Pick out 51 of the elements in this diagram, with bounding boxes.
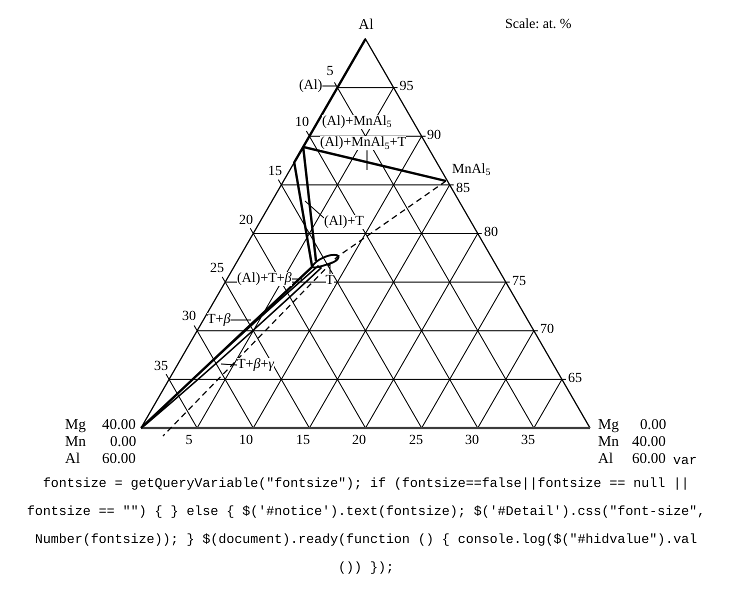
axis-tick-label: 20	[239, 213, 253, 230]
axis-tick-label: 25	[409, 433, 423, 450]
axis-tick-label: 20	[352, 433, 366, 450]
region-label: (Al)+MnAl$_{5}$+T	[320, 136, 406, 150]
region-label: T	[326, 274, 334, 288]
axis-tick-label: 15	[296, 433, 310, 450]
composition-value: 40.00	[102, 416, 136, 434]
leader-line	[220, 364, 238, 366]
axis-tick-label: 65	[568, 371, 582, 388]
code-text: fontsize = getQueryVariable("fontsize"); if (fontsize==false||fontsize == null || fontsize == "") { } else { $('#notice').text(fontsize); $('#Detail').css("font-size", Number(fontsize)); } $(document).ready(function () { console.log($("#hidvalue").val ()) });	[26, 475, 706, 577]
element-label: Mg	[598, 416, 619, 434]
region-label: T+β	[207, 313, 230, 327]
axis-tick-label: 35	[521, 433, 535, 450]
element-label: Mn	[65, 434, 86, 451]
axis-tick-label: 25	[210, 261, 224, 278]
axis-tick-label: 85	[456, 181, 470, 198]
axis-tick-label: 5	[186, 433, 192, 450]
region-label: (Al)+T+β	[237, 272, 292, 286]
composition-value: 0.00	[110, 434, 136, 451]
leader-line	[366, 150, 368, 170]
axis-tick-label: 75	[512, 274, 526, 290]
composition-value: 0.00	[640, 416, 666, 434]
axis-tick-label: 30	[182, 309, 196, 326]
composition-value: 60.00	[102, 450, 136, 468]
phase-region-loop	[311, 254, 340, 268]
region-label: (Al)+T	[324, 215, 364, 229]
axis-tick-label: 5	[326, 64, 334, 80]
region-label: (Al)+MnAl$_{5}$	[322, 115, 392, 129]
element-label: Mn	[598, 434, 619, 451]
axis-tick-label: 80	[484, 225, 498, 242]
leader-line	[291, 278, 302, 280]
composition-value: 40.00	[632, 434, 666, 451]
region-label: (Al)	[299, 79, 322, 93]
axis-tick-label: 10	[239, 433, 253, 450]
element-label: Al	[65, 450, 80, 468]
leader-line	[304, 200, 324, 218]
composition-value: 60.00	[632, 450, 666, 468]
element-label: Al	[598, 450, 613, 468]
compound-label: MnAl$_{5}$	[452, 162, 490, 178]
scale-note: Scale: at. %	[505, 17, 572, 34]
element-label: Al	[358, 16, 374, 34]
axis-tick-label: 90	[427, 128, 441, 144]
axis-tick-label: 35	[154, 359, 168, 376]
axis-tick-label: 30	[465, 433, 479, 450]
axis-tick-label: 70	[540, 322, 554, 338]
axis-tick-label: 95	[400, 79, 414, 96]
axis-tick-label: 15	[268, 164, 282, 180]
element-label: Mg	[65, 416, 86, 434]
region-label: T+β+γ	[237, 358, 274, 372]
axis-tick-label: 10	[295, 115, 309, 132]
code-text: var	[673, 452, 697, 468]
